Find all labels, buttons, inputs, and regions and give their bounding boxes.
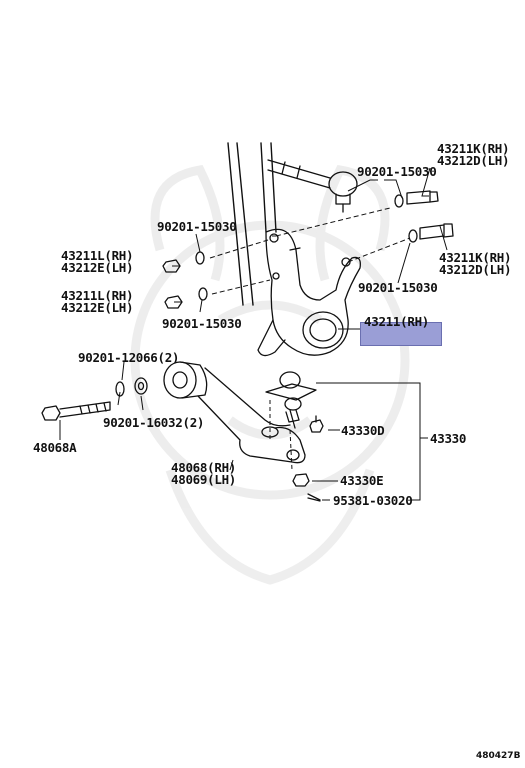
diagram-reference-code: 480427B [476, 751, 521, 761]
label-43212E-2-lh: 43212E(LH) [61, 300, 134, 315]
bolt-right [408, 223, 454, 243]
label-90201-12066[interactable]: 90201-12066(2) [78, 350, 180, 365]
cotter-pin [307, 493, 321, 502]
bolt-43330D [309, 415, 324, 433]
nut-left-2 [164, 295, 183, 309]
label-43212E-1-lh: 43212E(LH) [61, 260, 134, 275]
washer-arm-1 [115, 381, 125, 397]
label-43211L-2[interactable]: 43211L(RH) 43212E(LH) [61, 288, 134, 315]
part-drawings [41, 142, 454, 502]
label-48068A[interactable]: 48068A [33, 440, 77, 455]
label-43211L-1[interactable]: 43211L(RH) 43212E(LH) [61, 248, 134, 275]
label-43211K-right-rh: 43211K(RH) [439, 250, 512, 265]
label-90201-15030-right[interactable]: 90201-15030 [358, 280, 438, 295]
label-43211-rh[interactable]: 43211(RH) [364, 314, 430, 329]
label-43211K-right[interactable]: 43211K(RH) 43212D(LH) [439, 250, 512, 277]
strut-outline [227, 142, 277, 306]
lower-control-arm [163, 361, 306, 464]
bolt-top [394, 190, 439, 208]
label-43212D-top-lh: 43212D(LH) [437, 153, 510, 168]
bolt-48068A [41, 401, 111, 421]
label-48068-48069[interactable]: 48068(RH) 48069(LH) [171, 460, 237, 487]
label-43211K-top-rh: 43211K(RH) [437, 141, 510, 156]
washer-left-1 [195, 251, 205, 265]
tie-rod-end [328, 171, 358, 213]
nut-left-1 [162, 259, 181, 273]
label-43330E[interactable]: 43330E [340, 473, 384, 488]
label-90201-15030-lower[interactable]: 90201-15030 [162, 316, 242, 331]
washer-arm-2 [134, 377, 148, 395]
label-43212D-right-lh: 43212D(LH) [439, 262, 512, 277]
label-90201-15030-left[interactable]: 90201-15030 [157, 219, 237, 234]
label-43211L-1-rh: 43211L(RH) [61, 248, 134, 263]
label-43211K-top[interactable]: 43211K(RH) 43212D(LH) [437, 141, 510, 168]
steering-knuckle [257, 228, 361, 357]
nut-43330E [292, 473, 310, 487]
label-48068-rh: 48068(RH) [171, 460, 237, 475]
label-90201-16032[interactable]: 90201-16032(2) [103, 415, 205, 430]
washer-left-2 [198, 287, 208, 301]
tie-rod [267, 159, 331, 189]
label-43330D[interactable]: 43330D [341, 423, 385, 438]
ball-joint [265, 371, 317, 429]
label-43330[interactable]: 43330 [430, 431, 467, 446]
watermark-emblem [130, 165, 410, 585]
highlight-marker [360, 322, 442, 346]
label-48069-lh: 48069(LH) [171, 472, 237, 487]
label-95381-03020[interactable]: 95381-03020 [333, 493, 413, 508]
leader-lines [59, 167, 448, 501]
label-43211L-2-rh: 43211L(RH) [61, 288, 134, 303]
washer-arm-2-hole [137, 381, 145, 391]
label-90201-15030-top[interactable]: 90201-15030 [357, 164, 437, 179]
